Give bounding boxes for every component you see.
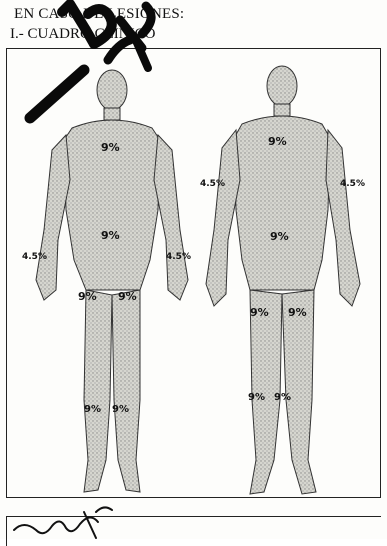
back-right-arm-pct: 4.5% bbox=[200, 179, 225, 189]
back-right-leg-pct: 9% bbox=[248, 392, 265, 403]
front-head bbox=[97, 70, 127, 110]
front-chest-pct: 9% bbox=[101, 141, 120, 154]
front-left-arm-pct: 4.5% bbox=[166, 252, 191, 262]
front-left-leg bbox=[112, 290, 140, 492]
front-left-leg-pct: 9% bbox=[112, 404, 129, 415]
front-right-leg-pct: 9% bbox=[84, 404, 101, 415]
back-upper-pct: 9% bbox=[268, 135, 287, 148]
front-right-leg bbox=[84, 290, 112, 492]
rubber-stamp-mark bbox=[30, 4, 151, 118]
signature-scribble bbox=[14, 507, 112, 538]
back-right-arm bbox=[206, 130, 240, 306]
back-left-leg-pct: 9% bbox=[274, 392, 291, 403]
back-head bbox=[267, 66, 297, 106]
back-left-arm-pct: 4.5% bbox=[340, 179, 365, 189]
back-body-figure bbox=[206, 66, 360, 494]
front-left-thigh-pct: 9% bbox=[118, 290, 137, 303]
front-left-arm bbox=[154, 135, 188, 300]
front-abdomen-pct: 9% bbox=[101, 229, 120, 242]
front-right-thigh-pct: 9% bbox=[78, 290, 97, 303]
back-right-thigh-pct: 9% bbox=[250, 306, 269, 319]
front-body-figure bbox=[36, 70, 188, 492]
back-lower-pct: 9% bbox=[270, 230, 289, 243]
back-left-thigh-pct: 9% bbox=[288, 306, 307, 319]
back-left-arm bbox=[326, 130, 360, 306]
front-right-arm-pct: 4.5% bbox=[22, 252, 47, 262]
front-right-arm bbox=[36, 135, 70, 300]
